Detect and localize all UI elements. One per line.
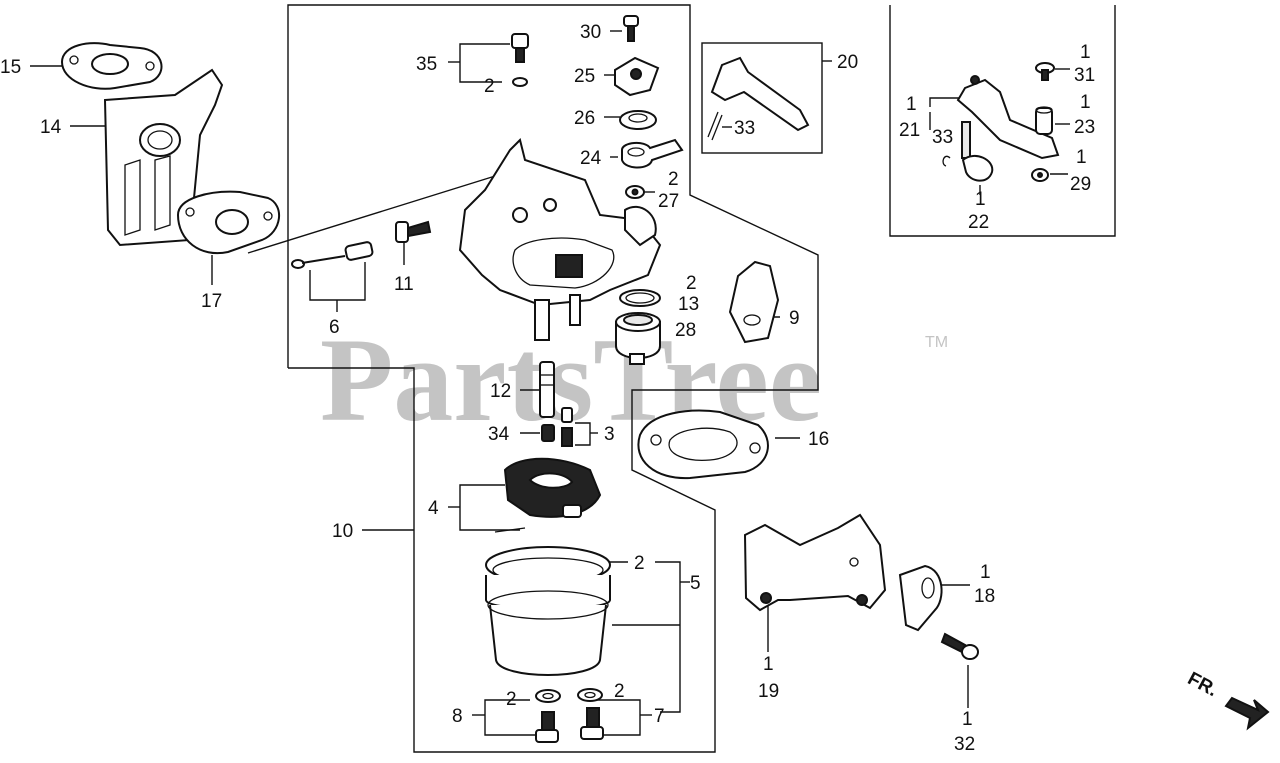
part-gasket-17 — [176, 190, 281, 255]
callout-1-a[interactable]: 1 — [906, 94, 917, 115]
part-nozzle-12 — [539, 361, 555, 418]
callout-35[interactable]: 35 — [416, 54, 437, 75]
part-carburetor-body — [458, 138, 662, 341]
front-arrow-icon — [1224, 696, 1270, 731]
callout-17[interactable]: 17 — [201, 291, 222, 312]
callout-2-a[interactable]: 2 — [484, 76, 495, 97]
callout-26[interactable]: 26 — [574, 108, 595, 129]
callout-6[interactable]: 6 — [329, 317, 340, 338]
callout-34[interactable]: 34 — [488, 424, 510, 445]
callout-1-g[interactable]: 1 — [980, 562, 991, 583]
callout-14[interactable]: 14 — [40, 117, 62, 138]
part-choke-rod-33 — [707, 56, 810, 141]
part-screw-35-washer-2 — [511, 33, 529, 87]
callout-33-a[interactable]: 33 — [734, 118, 755, 139]
callout-19[interactable]: 19 — [758, 681, 779, 702]
front-direction-text: FR. — [1184, 668, 1221, 701]
callout-2-c[interactable]: 2 — [686, 273, 697, 294]
part-pilot-screw-6 — [291, 241, 374, 269]
callout-1-e[interactable]: 1 — [975, 189, 986, 210]
callout-3[interactable]: 3 — [604, 424, 615, 445]
callout-7[interactable]: 7 — [654, 706, 665, 727]
callout-16[interactable]: 16 — [808, 429, 829, 450]
part-screw-11 — [395, 220, 432, 243]
part-cap-28 — [615, 312, 661, 365]
part-screw-30 — [623, 15, 639, 42]
part-bolt-32 — [940, 632, 979, 660]
callout-5[interactable]: 5 — [690, 573, 701, 594]
part-washers-bolts-7-8 — [535, 688, 604, 743]
callout-22[interactable]: 22 — [968, 212, 989, 233]
callout-1-h[interactable]: 1 — [962, 709, 973, 730]
part-cam-24 — [621, 138, 684, 169]
leader-lines — [30, 30, 1070, 736]
watermark-trademark: TM — [925, 334, 948, 351]
callout-11[interactable]: 11 — [394, 274, 414, 295]
callout-2-b[interactable]: 2 — [668, 169, 679, 190]
callout-21[interactable]: 21 — [899, 120, 920, 141]
part-seal-26 — [619, 110, 657, 130]
callout-31[interactable]: 31 — [1074, 65, 1095, 86]
callout-28[interactable]: 28 — [675, 320, 696, 341]
callout-29[interactable]: 29 — [1070, 174, 1091, 195]
callout-8[interactable]: 8 — [452, 706, 463, 727]
part-collar-23 — [1035, 106, 1053, 135]
part-bolt-31 — [1035, 62, 1055, 81]
callout-18[interactable]: 18 — [974, 586, 995, 607]
part-cover-25 — [614, 56, 660, 97]
callout-24[interactable]: 24 — [580, 148, 602, 169]
part-float-4 — [494, 457, 602, 533]
callout-2-d[interactable]: 2 — [634, 553, 645, 574]
group-boundaries — [287, 4, 1116, 753]
callout-15[interactable]: 15 — [0, 57, 21, 78]
callout-32[interactable]: 32 — [954, 734, 975, 755]
callout-23[interactable]: 23 — [1074, 117, 1095, 138]
part-gasket-13 — [619, 289, 661, 307]
callout-30[interactable]: 30 — [580, 22, 601, 43]
part-nut-29 — [1031, 168, 1049, 182]
callout-4[interactable]: 4 — [428, 498, 439, 519]
callout-13[interactable]: 13 — [678, 294, 699, 315]
part-governor-arm-21 — [942, 75, 1060, 182]
callout-2-e[interactable]: 2 — [506, 689, 517, 710]
callout-25[interactable]: 25 — [574, 66, 595, 87]
callout-1-d[interactable]: 1 — [1076, 147, 1087, 168]
part-float-valve-9 — [728, 260, 780, 344]
part-jet-34 — [541, 424, 555, 442]
callout-27[interactable]: 27 — [658, 191, 679, 212]
part-bracket-19 — [743, 513, 887, 612]
callout-2-f[interactable]: 2 — [614, 681, 625, 702]
callout-1-f[interactable]: 1 — [763, 654, 774, 675]
callout-12[interactable]: 12 — [490, 381, 511, 402]
part-nut-27 — [625, 185, 645, 199]
callout-9[interactable]: 9 — [789, 308, 800, 329]
callout-10[interactable]: 10 — [332, 521, 353, 542]
front-direction-indicator: FR. — [1184, 668, 1270, 731]
part-float-bowl-5 — [485, 546, 611, 676]
part-insulator-16 — [637, 409, 769, 480]
callout-labels: 15 14 17 35 2 30 25 26 24 2 27 20 33 1 2… — [0, 22, 1095, 755]
callout-20[interactable]: 20 — [837, 52, 858, 73]
callout-33-b[interactable]: 33 — [932, 127, 953, 148]
part-clamp-18 — [898, 564, 943, 632]
callout-1-b[interactable]: 1 — [1080, 42, 1091, 63]
part-gasket-15 — [60, 42, 163, 90]
callout-1-c[interactable]: 1 — [1080, 92, 1091, 113]
part-drain-screw-3 — [561, 407, 573, 447]
